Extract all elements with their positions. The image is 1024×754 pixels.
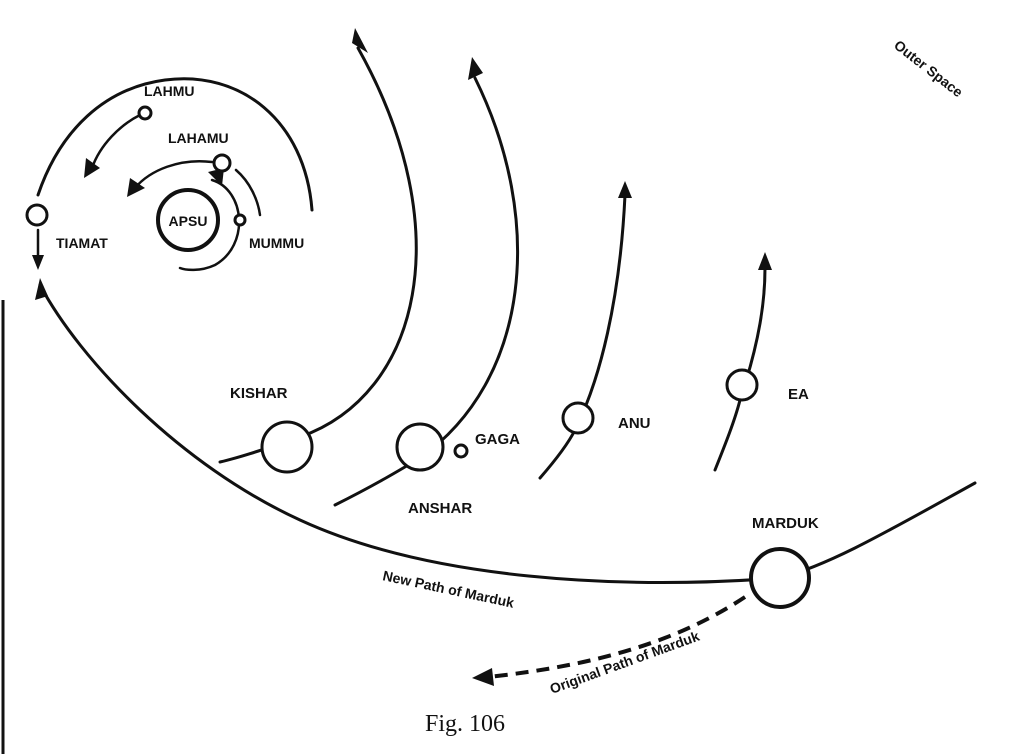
mummu-label: MUMMU [249, 235, 304, 251]
tiamat-label: TIAMAT [56, 235, 108, 251]
anshar-label: ANSHAR [408, 500, 472, 517]
new-path-label: New Path of Marduk [381, 567, 515, 611]
lahmu-direction-arc [90, 113, 142, 170]
original-path-of-marduk [487, 595, 747, 679]
new-path-arrow [35, 278, 48, 300]
marduk-label: MARDUK [752, 515, 819, 532]
new-path-of-marduk [38, 283, 977, 584]
anshar-planet [395, 422, 445, 472]
ea-planet [725, 368, 759, 402]
lahamu-direction-arc [133, 160, 214, 190]
lahamu-arrow [127, 178, 145, 197]
original-path-label: Original Path of Marduk [548, 628, 702, 697]
gaga-planet [453, 443, 469, 459]
mummu-orbit-arc [178, 178, 241, 272]
ea-arrow [758, 252, 772, 270]
apsu-label: APSU [169, 213, 208, 229]
lahmu-orbit [36, 77, 314, 212]
kishar-arrow [352, 28, 368, 53]
anu-label: ANU [618, 415, 651, 432]
tiamat-arrow [32, 255, 44, 270]
inner-orbit-arc [234, 168, 262, 217]
lahamu-label: LAHAMU [168, 130, 229, 146]
lahamu-planet [212, 153, 232, 173]
original-path-arrow [472, 668, 494, 686]
mummu-planet [233, 213, 247, 227]
ea-label: EA [788, 386, 809, 403]
figure-caption: Fig. 106 [425, 711, 505, 737]
outer-space-label: Outer Space [891, 37, 966, 101]
apsu-sun [156, 188, 220, 252]
lahmu-arrow [84, 158, 100, 178]
kishar-planet [260, 420, 314, 474]
marduk-planet [749, 547, 811, 609]
anshar-arrow [468, 57, 483, 80]
lahmu-label: LAHMU [144, 83, 195, 99]
lahmu-planet [137, 105, 153, 121]
anu-planet [561, 401, 595, 435]
anshar-orbit [333, 76, 520, 507]
tiamat-planet [25, 203, 49, 227]
anu-arrow [618, 181, 632, 198]
anu-orbit [538, 193, 627, 480]
gaga-label: GAGA [475, 431, 520, 448]
mummu-arrow [208, 168, 224, 186]
kishar-label: KISHAR [230, 385, 288, 402]
